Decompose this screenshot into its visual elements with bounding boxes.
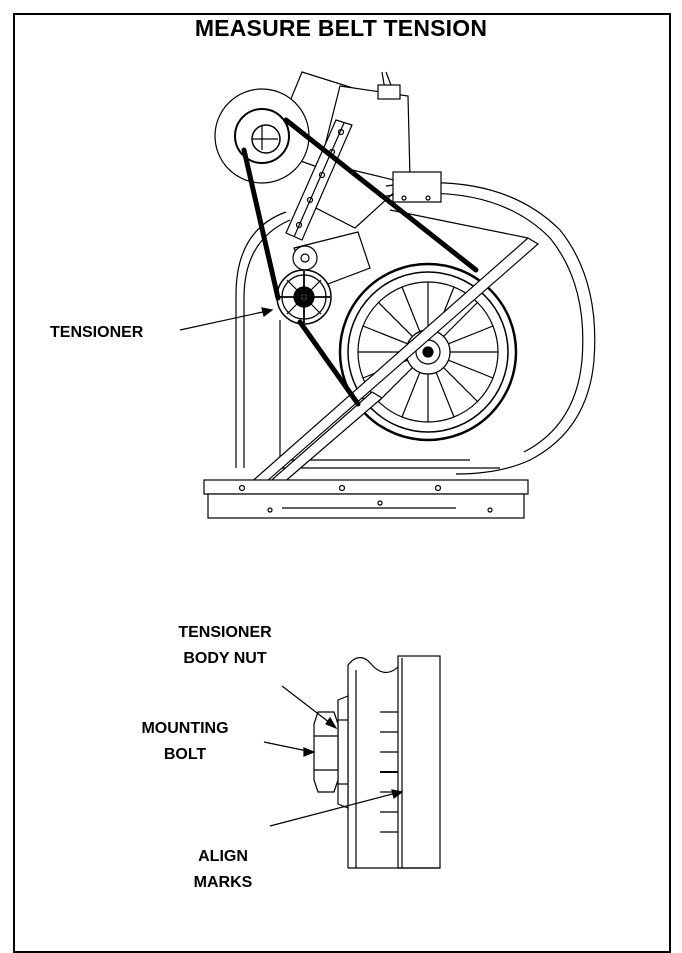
mounting-bolt-label: MOUNTING BOLT [110, 716, 260, 768]
align-marks-label: ALIGN MARKS [148, 844, 298, 896]
page-title: MEASURE BELT TENSION [194, 15, 488, 41]
tensioner-body-nut-line1: TENSIONER [178, 624, 272, 641]
tensioner-label: TENSIONER [50, 324, 144, 341]
mounting-bolt-line2: BOLT [163, 746, 207, 763]
blower-wheel [338, 262, 518, 442]
tensioner-body-nut-line2: BODY NUT [183, 650, 267, 667]
tensioner-body-nut-label: TENSIONER BODY NUT [150, 620, 300, 672]
base-plate [203, 479, 529, 519]
blower-housing [235, 182, 596, 475]
tensioner-pulley [276, 269, 332, 325]
tensioner-leader [179, 307, 274, 331]
drive-belt [241, 117, 479, 407]
blower-illustration [179, 71, 596, 869]
motor-mount-plate [285, 119, 353, 241]
tensioner-detail [313, 655, 441, 869]
housing-bracket [392, 171, 442, 203]
detail-leaders [263, 685, 404, 827]
motor-pulley [214, 88, 310, 184]
align-marks-line2: MARKS [193, 874, 253, 891]
align-marks-line1: ALIGN [198, 848, 248, 865]
mounting-bolt-line1: MOUNTING [141, 720, 229, 737]
